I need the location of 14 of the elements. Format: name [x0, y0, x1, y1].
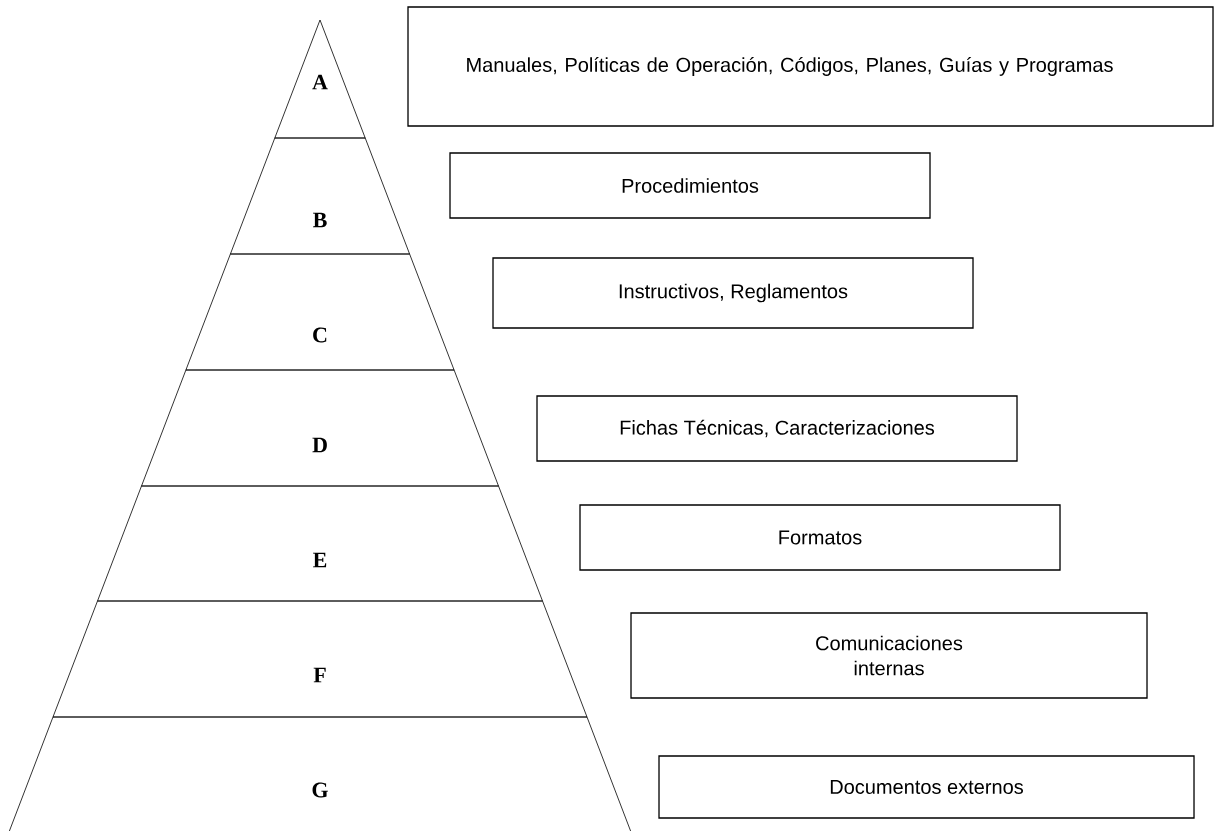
pyramid-band: C [185, 253, 455, 371]
pyramid-band: E [97, 485, 543, 602]
document-box: Fichas Técnicas, Caracterizaciones [536, 395, 1018, 462]
pyramid-band: F [52, 600, 588, 718]
document-box: Manuales, Políticas de Operación, Códigos, Planes, Guías y Programas [407, 6, 1214, 127]
pyramid-band: B [230, 137, 410, 255]
pyramid-band: A [274, 19, 366, 139]
document-box: Instructivos, Reglamentos [492, 257, 974, 329]
pyramid-band: G [9, 716, 631, 831]
pyramid-band: D [141, 369, 499, 487]
document-box: Documentos externos [658, 755, 1195, 819]
document-box: Procedimientos [449, 152, 931, 219]
document-box: Comunicaciones internas [630, 612, 1148, 699]
document-box: Formatos [579, 504, 1061, 571]
